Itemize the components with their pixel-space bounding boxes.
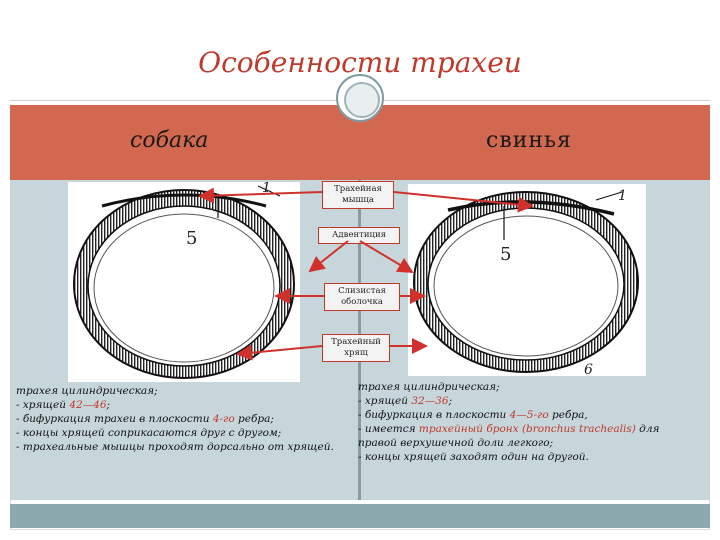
dog-line-4: - концы хрящей соприкасаются друг с друг… xyxy=(16,427,282,439)
dog-cartilage-count: 42—46 xyxy=(69,399,107,411)
dog-trachea-drawing: 1 5 xyxy=(73,180,295,379)
slide-title: Особенности трахеи xyxy=(198,46,522,79)
pig-tracheal-bronchus: трахейный бронх (bronchus trachealis) xyxy=(418,423,636,435)
medallion-icon xyxy=(336,74,384,122)
dog-trachea-figure: 1 5 xyxy=(68,180,300,382)
header-label-pig: свинья xyxy=(486,128,572,153)
pig-trachea-figure: 1 5 6 xyxy=(408,184,646,378)
dog-line-3: - бифуркация трахеи в плоскости 4-го реб… xyxy=(16,413,274,425)
dog-number-1: 1 xyxy=(262,182,271,196)
label-mucosa: Слизистая оболочка xyxy=(324,283,400,311)
pig-number-6: 6 xyxy=(584,362,593,376)
pig-cartilage-count: 32—36 xyxy=(411,395,449,407)
label-adventitia: Адвентиция xyxy=(318,227,400,244)
footer-bar xyxy=(10,504,710,528)
dog-number-5: 5 xyxy=(186,228,197,249)
pig-number-5: 5 xyxy=(500,244,511,265)
pig-number-1: 1 xyxy=(618,188,627,204)
pig-line-3: - бифуркация в плоскости 4—5-го ребра, xyxy=(358,409,588,421)
dog-line-2: - хрящей 42—46; xyxy=(16,399,111,411)
dog-line-5: - трахеальные мышцы проходят дорсально о… xyxy=(16,441,334,453)
dog-description: трахея цилиндрическая; - хрящей 42—46; -… xyxy=(16,384,336,454)
pig-line-1: трахея цилиндрическая; xyxy=(358,381,500,393)
label-muscle: Трахейная мышца xyxy=(322,181,394,209)
pig-line-5: - концы хрящей заходят один на другой. xyxy=(358,451,589,463)
label-cartilage: Трахейный хрящ xyxy=(322,334,390,362)
header-label-dog: собака xyxy=(130,128,209,153)
dog-line-1: трахея цилиндрическая; xyxy=(16,385,158,397)
pig-bifurcation-rib: 4—5-го xyxy=(509,409,549,421)
pig-line-4: - имеется трахейный бронх (bronchus trac… xyxy=(358,423,660,449)
pig-description: трахея цилиндрическая; - хрящей 32—36; -… xyxy=(358,380,694,464)
pig-line-2: - хрящей 32—36; xyxy=(358,395,453,407)
dog-bifurcation-rib: 4-го xyxy=(212,413,235,425)
pig-trachea-drawing: 1 5 6 xyxy=(413,188,639,378)
